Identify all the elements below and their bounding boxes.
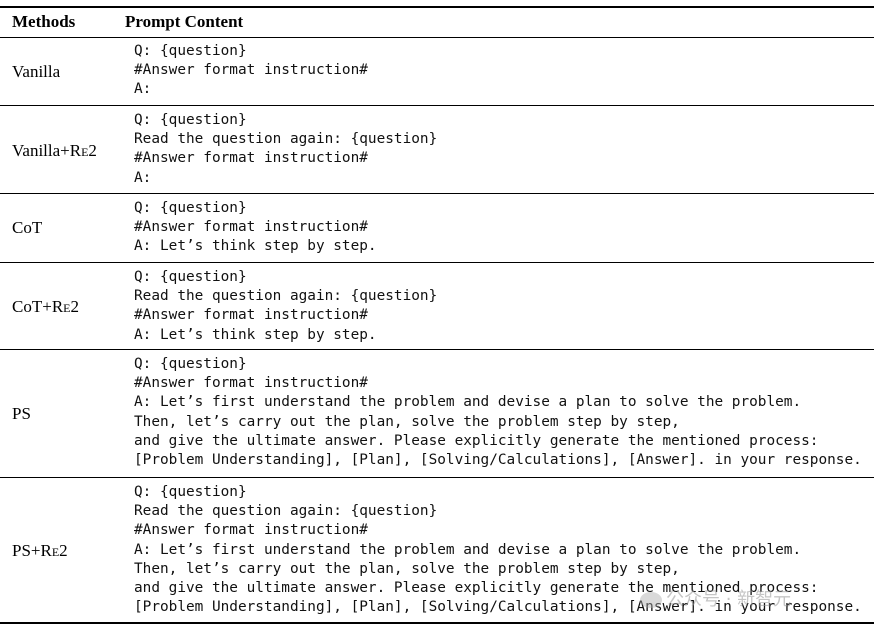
row-rule	[0, 262, 874, 263]
row-rule	[0, 193, 874, 194]
prompt-line: Read the question again: {question}	[134, 503, 438, 520]
prompt-line: A: Let’s think step by step.	[134, 238, 377, 255]
prompt-line: Q: {question}	[134, 269, 247, 285]
method-cell: PS+Re2	[12, 541, 68, 560]
prompt-cell: Q: {question} #Answer format instruction…	[134, 42, 368, 100]
prompt-line: and give the ultimate answer. Please exp…	[134, 432, 819, 449]
prompt-line: A:	[134, 169, 152, 186]
prompt-cell: Q: {question} Read the question again: {…	[134, 268, 437, 345]
prompt-cell: Q: {question} Read the question again: {…	[134, 483, 862, 617]
prompt-line: A:	[134, 81, 152, 98]
watermark: 公众号 · 新智元	[640, 585, 791, 611]
method-cell: CoT	[12, 218, 43, 237]
method-cell: CoT+Re2	[12, 297, 79, 316]
prompt-line: #Answer format instruction#	[134, 150, 368, 167]
method-cell: PS	[12, 404, 31, 423]
prompt-line: Read the question again: {question}	[134, 131, 438, 148]
prompt-cell: Q: {question} #Answer format instruction…	[134, 355, 862, 470]
header-prompt-content: Prompt Content	[125, 12, 244, 31]
prompt-line: #Answer format instruction#	[134, 307, 368, 324]
prompt-line: #Answer format instruction#	[134, 522, 368, 539]
header-rule	[0, 37, 874, 38]
prompt-cell: Q: {question} #Answer format instruction…	[134, 199, 377, 257]
method-cell: Vanilla	[12, 62, 61, 81]
bottom-rule	[0, 622, 874, 624]
prompt-line: Then, let’s carry out the plan, solve th…	[134, 560, 680, 577]
prompt-line: #Answer format instruction#	[134, 62, 368, 79]
prompt-line: [Problem Understanding], [Plan], [Solvin…	[134, 452, 862, 469]
prompt-line: Q: {question}	[134, 200, 247, 216]
top-rule	[0, 6, 874, 8]
header-methods: Methods	[12, 12, 76, 31]
prompt-line: Q: {question}	[134, 43, 247, 59]
prompt-line: A: Let’s think step by step.	[134, 326, 377, 343]
row-rule	[0, 349, 874, 350]
prompt-line: Read the question again: {question}	[134, 288, 438, 305]
row-rule	[0, 477, 874, 478]
prompt-line: Q: {question}	[134, 484, 247, 500]
prompt-line: Q: {question}	[134, 356, 247, 372]
wechat-icon	[640, 592, 662, 608]
prompt-line: #Answer format instruction#	[134, 375, 368, 392]
prompt-line: A: Let’s first understand the problem an…	[134, 541, 802, 558]
prompt-cell: Q: {question} Read the question again: {…	[134, 111, 437, 188]
prompt-line: Q: {question}	[134, 112, 247, 128]
row-rule	[0, 105, 874, 106]
method-cell: Vanilla+Re2	[12, 141, 97, 160]
prompt-line: and give the ultimate answer. Please exp…	[134, 580, 819, 597]
prompt-line: #Answer format instruction#	[134, 219, 368, 236]
prompt-line: A: Let’s first understand the problem an…	[134, 394, 802, 411]
prompt-line: [Problem Understanding], [Plan], [Solvin…	[134, 599, 862, 616]
prompt-line: Then, let’s carry out the plan, solve th…	[134, 413, 680, 430]
